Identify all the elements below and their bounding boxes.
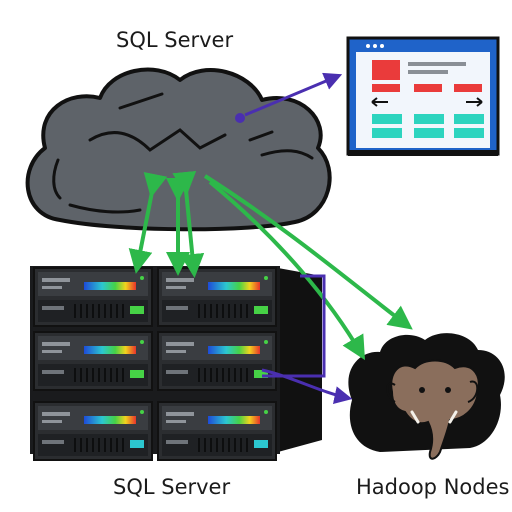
- cloud-icon: [25, 67, 332, 232]
- server-rack-label: SQL Server: [113, 475, 231, 499]
- cloud-label: SQL Server: [116, 28, 234, 52]
- edge-cloud-rack-green: [128, 170, 205, 278]
- edge-cloud-to-hadoop: [203, 174, 413, 361]
- monitor-icon: [346, 36, 500, 156]
- edge-cloud-to-monitor: [244, 72, 343, 117]
- server-unit: [33, 267, 153, 327]
- edge-rack-to-hadoop: [261, 274, 353, 404]
- server-rack-icon: [30, 266, 322, 461]
- server-unit: [33, 331, 153, 391]
- server-unit: [157, 401, 277, 461]
- server-unit: [157, 267, 277, 327]
- hadoop-label: Hadoop Nodes: [356, 475, 510, 499]
- server-unit: [157, 331, 277, 391]
- server-unit: [33, 401, 153, 461]
- elephant-icon: [348, 333, 505, 460]
